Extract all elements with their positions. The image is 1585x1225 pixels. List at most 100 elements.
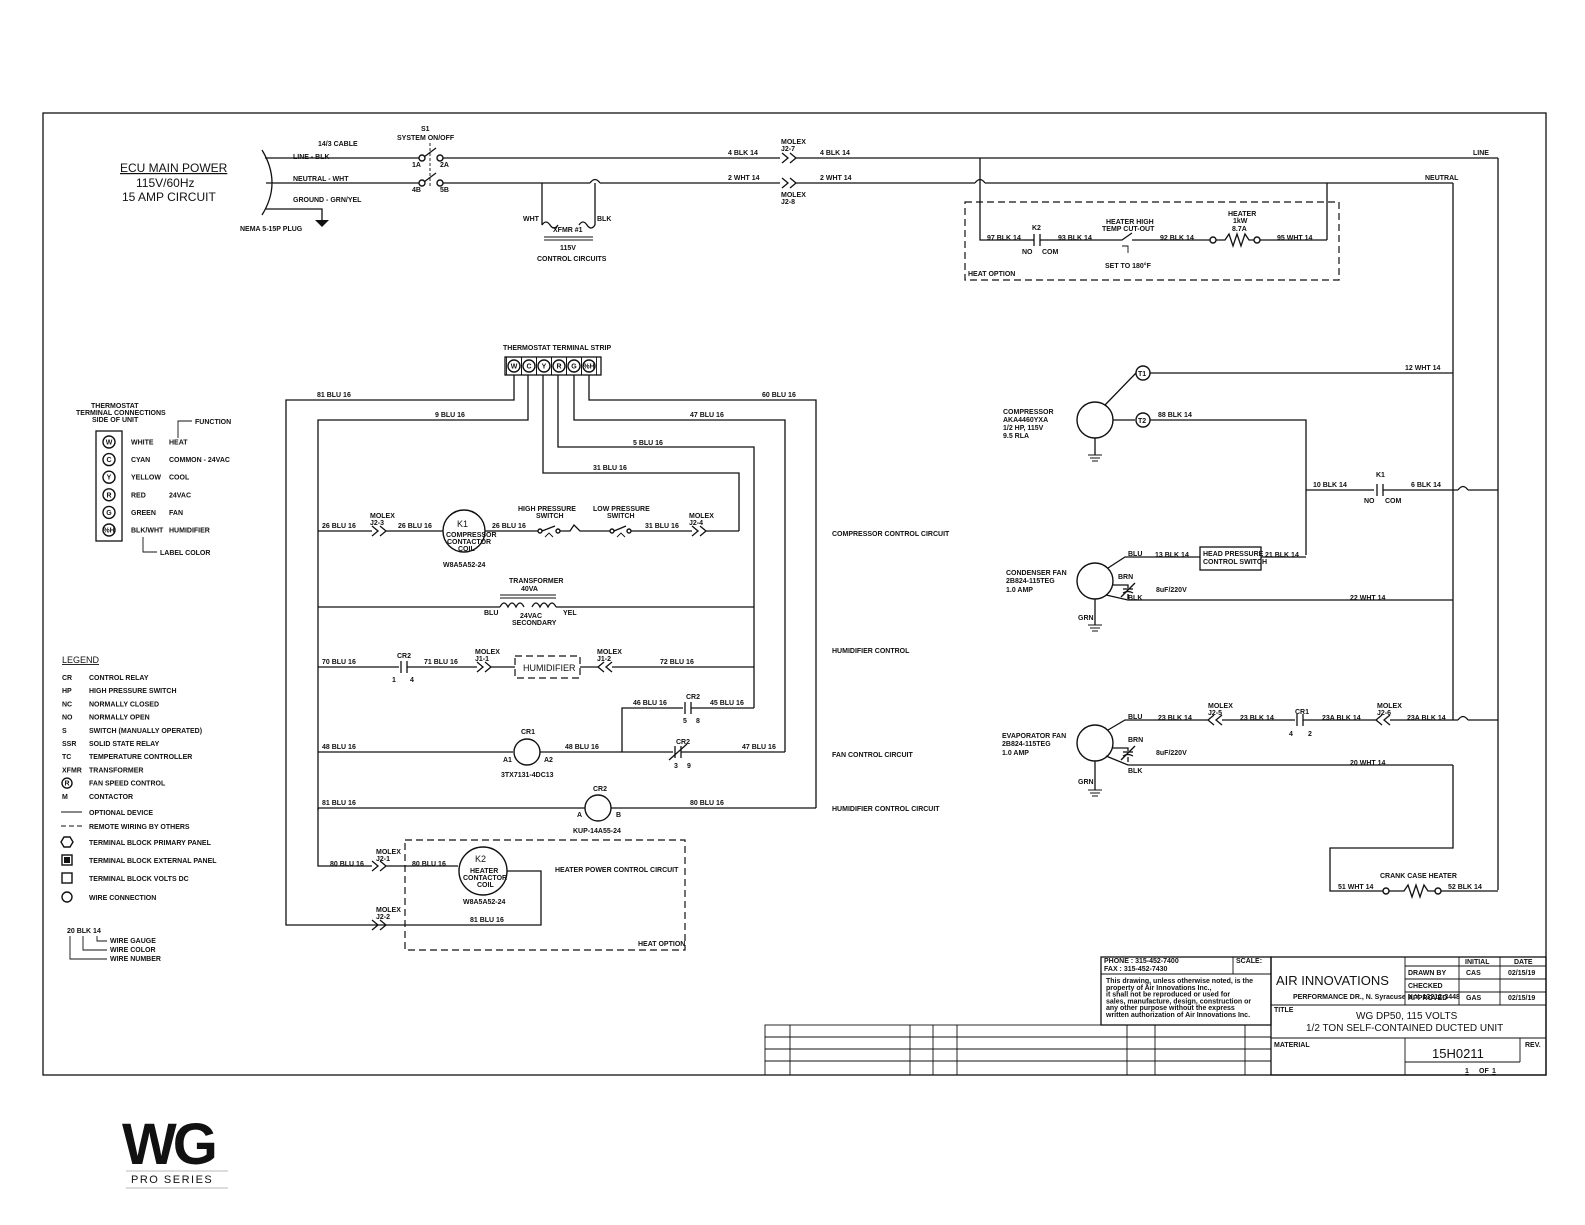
wire-31b: 31 BLU 16 [645, 523, 679, 530]
cr2b-id: CR2 [686, 694, 700, 701]
k2-coil-id: K2 [475, 854, 486, 864]
wire-81: 81 BLU 16 [317, 392, 351, 399]
scale-label: SCALE: [1236, 958, 1262, 965]
k1-part: W8A5A52-24 [443, 562, 486, 569]
molex-j21: MOLEX [376, 849, 401, 856]
neutral-label: NEUTRAL [1425, 175, 1459, 182]
wire-26b: 26 BLU 16 [398, 523, 432, 530]
heater-kw: 1kW [1233, 218, 1248, 225]
legend-terminal-dc [61, 872, 73, 884]
key-terminal-label: Y [107, 475, 112, 482]
strip-terminal-label: %H [583, 364, 594, 371]
strip-title: THERMOSTAT TERMINAL STRIP [503, 345, 611, 352]
logo-mark: WG [122, 1112, 215, 1177]
molex-j26: MOLEX [1377, 703, 1402, 710]
legend-wire-color: WIRE COLOR [110, 947, 156, 954]
notice-line: sales, manufacture, design, construction… [1106, 998, 1251, 1005]
strip-terminal-label: G [571, 364, 577, 371]
compressor-name: COMPRESSOR [1003, 409, 1054, 416]
notice-line: property of Air Innovations Inc., [1106, 985, 1212, 992]
key-terminal [102, 523, 116, 537]
ground-label: GROUND - GRN/YEL [293, 197, 362, 204]
heat-option-top: HEAT OPTION 97 BLK 14 K2 NO COM 93 BLK 1… [964, 158, 1340, 281]
evaporator-blk: BLK [1128, 768, 1142, 775]
drawn-by-initial: CAS [1466, 970, 1481, 977]
legend-desc: TEMPERATURE CONTROLLER [89, 754, 192, 761]
heat-option-top-label: HEAT OPTION [968, 271, 1015, 278]
wire-2-wht: 2 WHT 14 [728, 175, 760, 182]
xfmr1-blk: BLK [597, 216, 611, 223]
legend-fan-speed-symbol [61, 777, 73, 789]
key-terminal-label: C [106, 457, 111, 464]
cr2a-1: 1 [392, 677, 396, 684]
wire-31: 31 BLU 16 [593, 465, 627, 472]
legend-title: LEGEND [62, 655, 100, 665]
k1-contact-id: K1 [1376, 472, 1385, 479]
wire-95: 95 WHT 14 [1277, 235, 1313, 242]
key-terminal-label: %H [103, 528, 114, 535]
wire-21: 21 BLK 14 [1265, 552, 1299, 559]
cable-label: 14/3 CABLE [318, 141, 358, 148]
heat-option-bottom: MOLEX J2-1 80 BLU 16 80 BLU 16 K2 HEATER… [317, 808, 686, 951]
wire-46: 46 BLU 16 [633, 700, 667, 707]
strip-terminal [582, 359, 596, 373]
k2-no: NO [1022, 249, 1033, 256]
k1-coil-desc-2: CONTACTOR [447, 539, 491, 546]
strip-terminal-label: R [556, 364, 561, 371]
key-color: GREEN [131, 510, 156, 517]
wire-23a2: 23A BLK 14 [1407, 715, 1446, 722]
main-power-section: ECU MAIN POWER 115V/60Hz 15 AMP CIRCUIT … [120, 126, 1498, 233]
notice-line: This drawing, unless otherwise noted, is… [1106, 978, 1253, 985]
wire-5: 5 BLU 16 [633, 440, 663, 447]
cr1-2: 2 [1308, 731, 1312, 738]
cr2b-8: 8 [696, 718, 700, 725]
evaporator-fan-section: EVAPORATOR FAN 2B824-115TEG 1.0 AMP GRN … [1002, 703, 1498, 797]
power-voltage: 115V/60Hz [136, 176, 194, 190]
molex-j11: MOLEX [475, 649, 500, 656]
strip-terminal [567, 359, 581, 373]
wire-81b: 81 BLU 16 [322, 800, 356, 807]
molex-j21-pin: J2-1 [376, 856, 390, 863]
cr1-a1: A1 [503, 757, 512, 764]
key-color: WHITE [131, 440, 154, 447]
key-func: COMMON - 24VAC [169, 457, 230, 464]
xfmr2-sec-2: SECONDARY [512, 620, 557, 627]
cr1-contact-id: CR1 [1295, 709, 1309, 716]
key-color: CYAN [131, 457, 150, 464]
wire-23b: 23 BLK 14 [1240, 715, 1274, 722]
compressor-symbol [1076, 401, 1114, 439]
sheet-of: OF [1479, 1068, 1489, 1075]
key-label-color: LABEL COLOR [160, 550, 210, 557]
drawing-number: 15H0211 [1432, 1046, 1484, 1061]
cr2a-4: 4 [410, 677, 414, 684]
power-circuit: 15 AMP CIRCUIT [122, 190, 216, 204]
cr2c-id: CR2 [676, 739, 690, 746]
approved-label: APPROVED [1408, 995, 1447, 1002]
evaporator-brn: BRN [1128, 737, 1143, 744]
cr2-coil-part: KUP-14A55-24 [573, 828, 621, 835]
legend-wire-number: WIRE NUMBER [110, 956, 161, 963]
wg-pro-series-logo: WG PRO SERIES [122, 1112, 228, 1189]
molex-j28-connector [781, 177, 798, 189]
key-func: FAN [169, 510, 183, 517]
molex-j27-label: MOLEX [781, 139, 806, 146]
strip-terminal-label: W [511, 364, 518, 371]
legend-abbr: TC [62, 754, 71, 761]
molex-j12-pin: J1-2 [597, 656, 611, 663]
legend-desc: CONTACTOR [89, 794, 133, 801]
company-name: AIR INNOVATIONS [1276, 973, 1389, 988]
checked-label: CHECKED [1408, 983, 1443, 990]
phone: PHONE : 315-452-7400 [1104, 958, 1179, 965]
key-color: YELLOW [131, 475, 161, 482]
legend-wire-gauge: WIRE GAUGE [110, 938, 156, 945]
key-function: FUNCTION [195, 419, 231, 426]
legend-abbr: NC [62, 701, 72, 708]
wire-52: 52 BLK 14 [1448, 884, 1482, 891]
wire-26c: 26 BLU 16 [492, 523, 526, 530]
cr2-coil-id: CR2 [593, 786, 607, 793]
cr1-coil [513, 738, 541, 766]
legend-wire-connection [61, 891, 73, 903]
k2-coil-desc-1: HEATER [470, 868, 498, 875]
evaporator-blu: BLU [1128, 714, 1142, 721]
legend-symbol-desc: OPTIONAL DEVICE [89, 810, 153, 817]
